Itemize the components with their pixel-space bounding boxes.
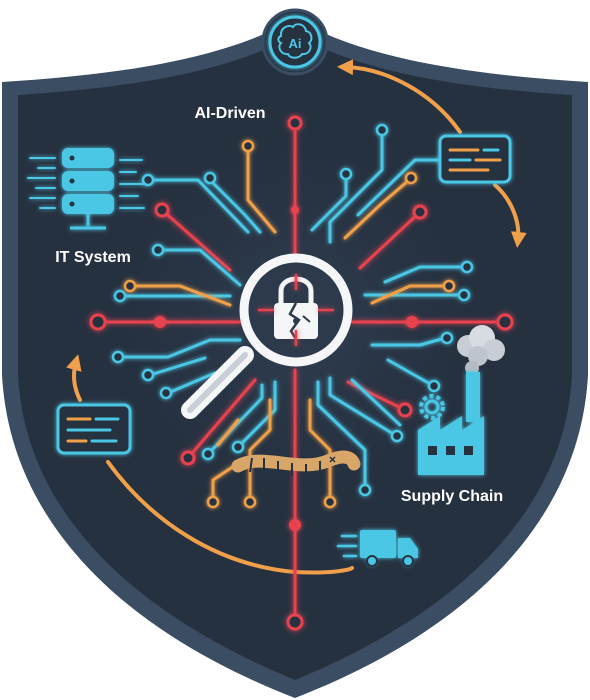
chat-log-icon-left (56, 403, 132, 455)
brain-ai-icon: Ai (261, 8, 329, 76)
cycle-arrows (66, 59, 527, 575)
worm-bug-icon (231, 450, 361, 476)
top-cycle-arrow (337, 59, 462, 134)
supply-chain-label: Supply Chain (401, 488, 503, 505)
factory-icon (418, 372, 484, 475)
delivery-truck-icon (336, 530, 418, 567)
left-cycle-arrow (66, 354, 82, 402)
database-server-icon (27, 148, 146, 230)
smoke-cloud-icon (457, 325, 505, 375)
chat-log-icon (438, 134, 512, 184)
bottom-orbit-arc (106, 460, 354, 575)
right-cycle-arrow (493, 183, 527, 248)
ai-driven-label: AI-Driven (194, 105, 265, 122)
ai-badge-label: Ai (289, 36, 302, 51)
circuit-nodes (89, 115, 514, 631)
gear-icon (419, 394, 445, 420)
broken-lock-icon (258, 274, 334, 346)
circuit-traces (96, 123, 507, 622)
it-system-label: IT System (55, 249, 131, 266)
